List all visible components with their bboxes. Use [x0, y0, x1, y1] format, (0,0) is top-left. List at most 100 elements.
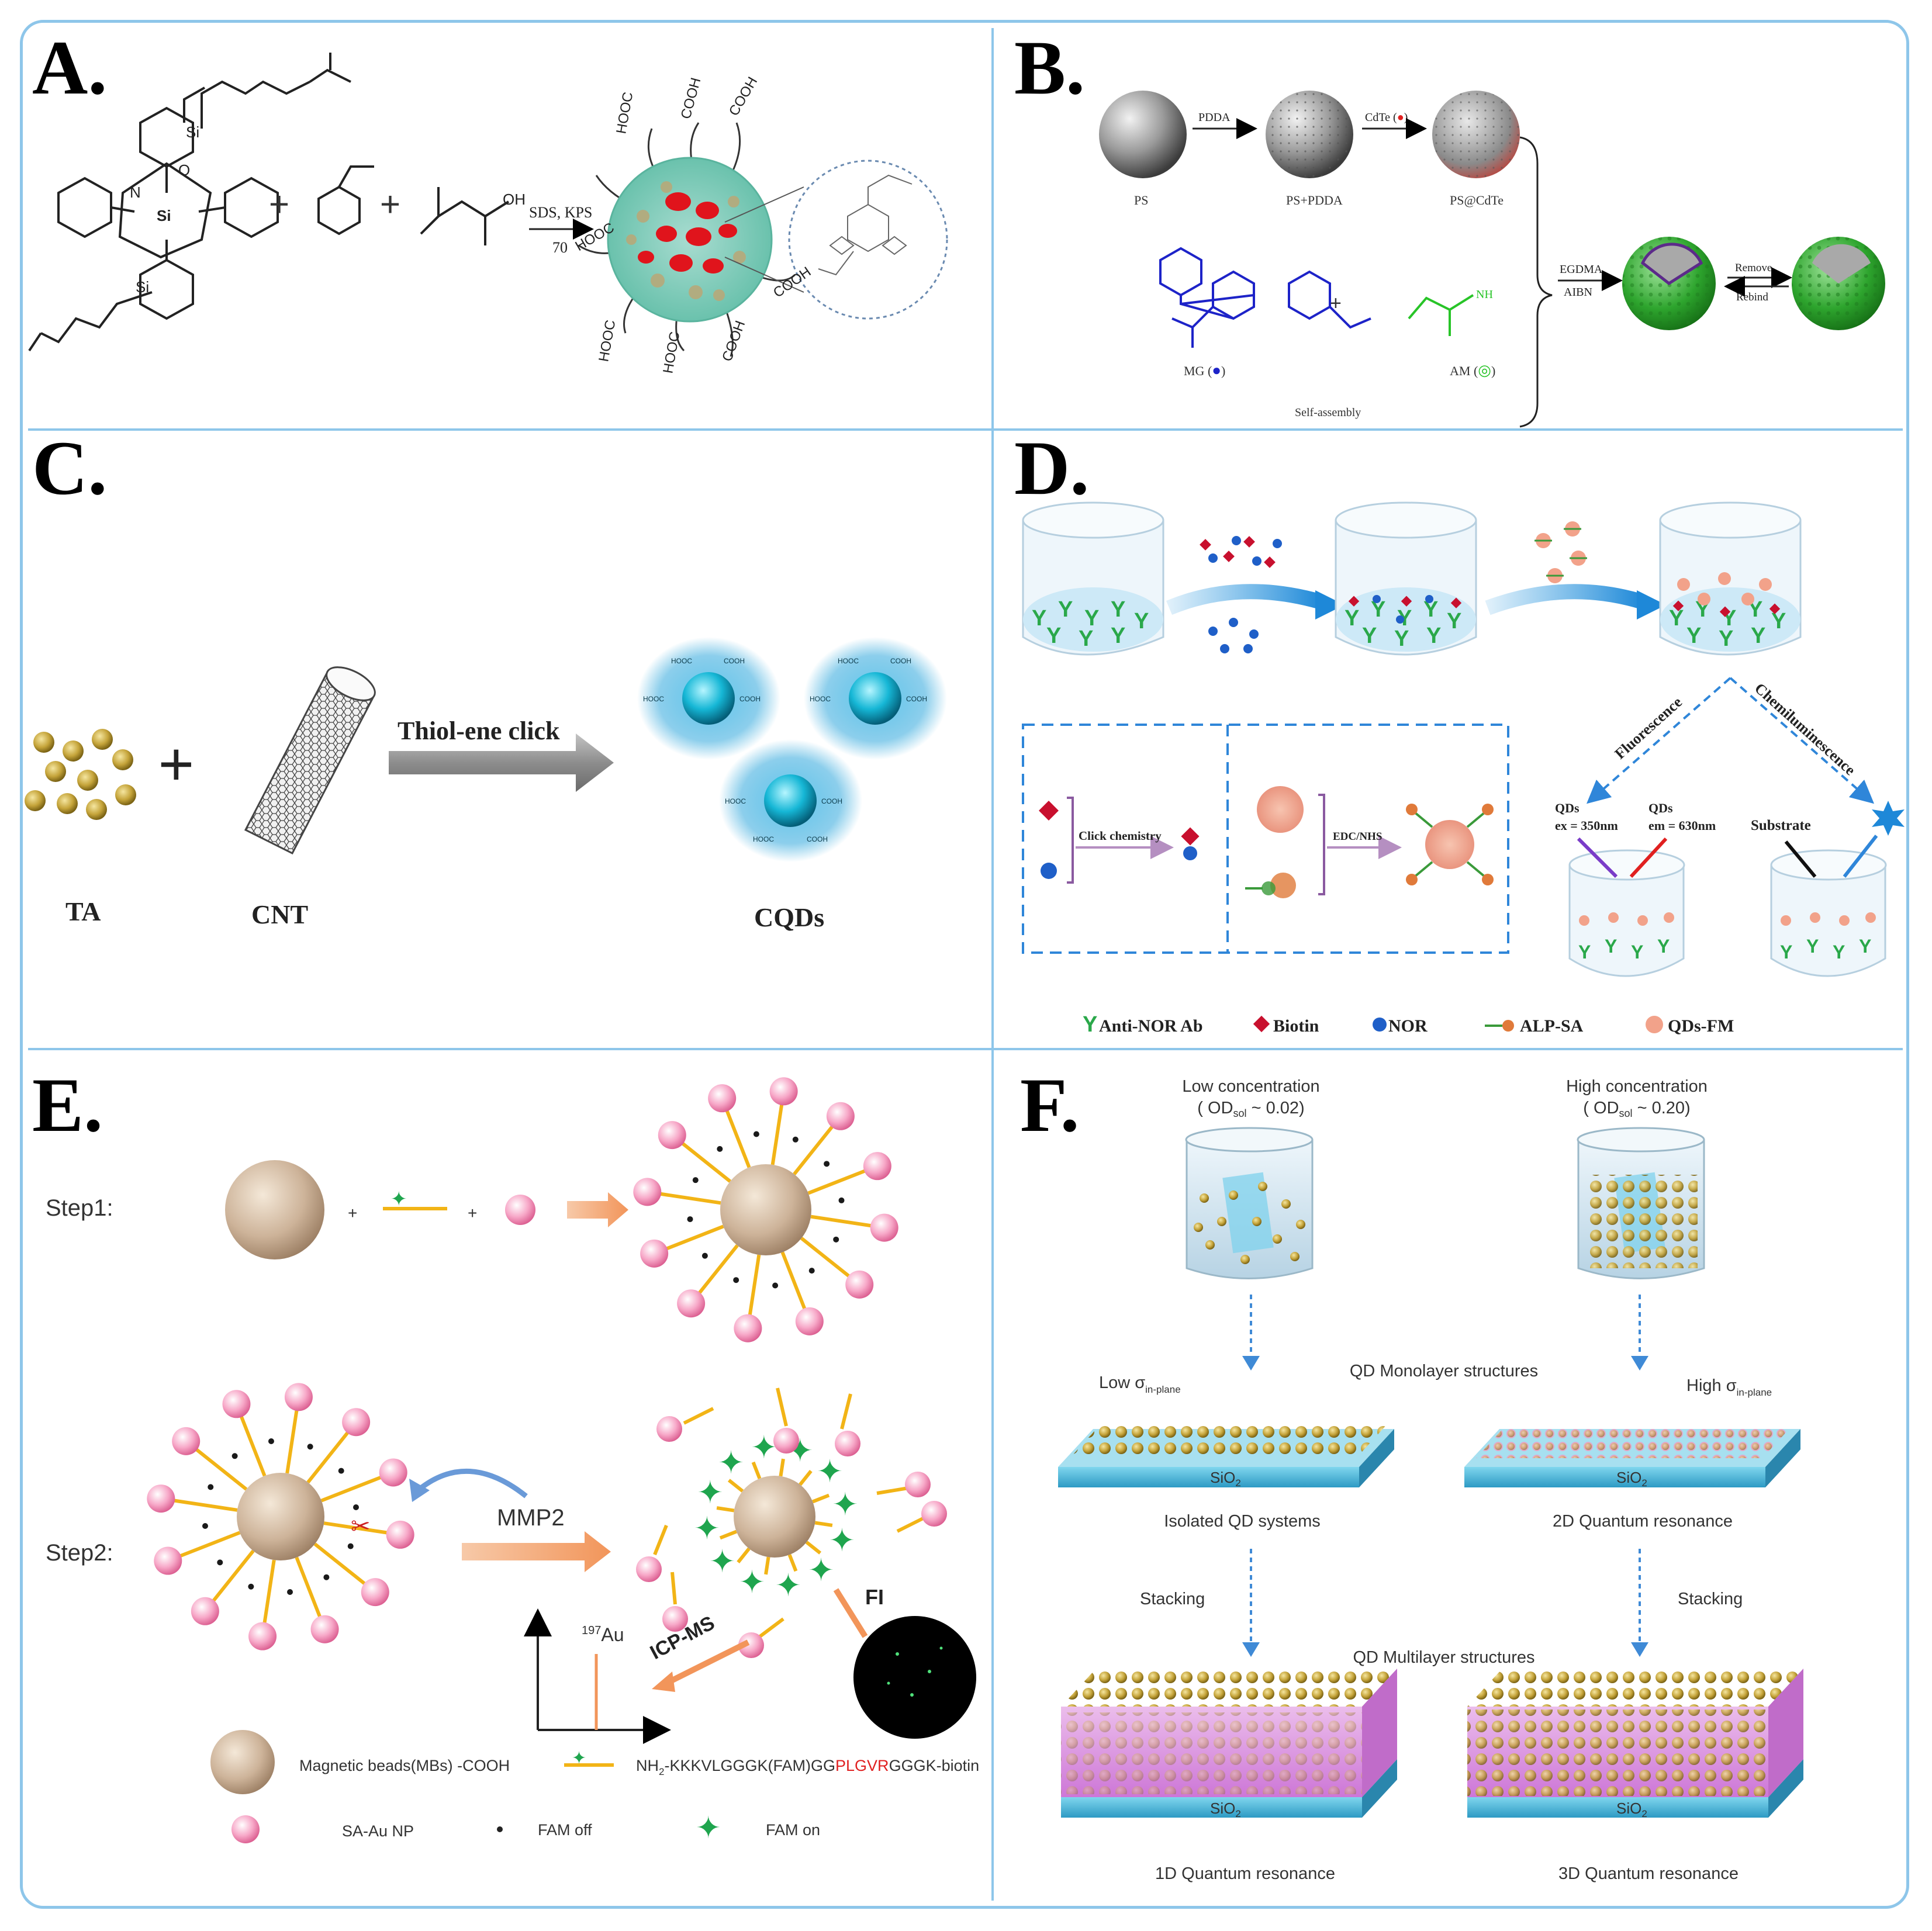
linker: [681, 1141, 731, 1183]
panel-f-letter: F.: [1020, 1062, 1080, 1148]
high-concentration-label: High concentration: [1566, 1077, 1708, 1096]
step2-label: Step2:: [46, 1540, 113, 1566]
legend-sa-au-label: SA-Au NP: [342, 1822, 414, 1840]
sa-au-np: [505, 1195, 535, 1225]
panel-dividers: [28, 28, 1903, 1901]
linker: [799, 1469, 813, 1486]
high-od-label: ( ODsol ~ 0.20): [1583, 1099, 1690, 1119]
fam-on-star: ✦: [739, 1564, 765, 1601]
fam-on-star: ✦: [694, 1510, 720, 1547]
hooc-label: HOOC: [753, 835, 774, 843]
ps-cdte-label: PS@CdTe: [1450, 193, 1504, 207]
bead-cleaved: ✦✦✦✦✦✦✦✦✦✦✦✦: [694, 1429, 859, 1604]
sa-au-np: [342, 1408, 371, 1437]
quantum-1d-label: 1D Quantum resonance: [1155, 1864, 1335, 1883]
sa-au-np: [154, 1546, 182, 1575]
si-bottom-label: Si: [136, 278, 149, 296]
malachite-green-structure: [1159, 247, 1371, 348]
quantum-3d-label: 3D Quantum resonance: [1558, 1864, 1739, 1883]
sa-au-np: [863, 1152, 891, 1181]
substrate-label: Substrate: [1751, 818, 1811, 833]
svg-text:Y: Y: [1111, 597, 1125, 622]
sa-au-np: [826, 1102, 855, 1130]
linker: [262, 1559, 276, 1624]
plus-sign-c: +: [158, 729, 195, 800]
biotin-nor-mix: [1200, 536, 1282, 653]
hooc-label: HOOC: [810, 695, 831, 703]
mmp2-label: MMP2: [497, 1505, 565, 1531]
legend-biotin: Biotin: [1273, 1016, 1319, 1036]
sio2-label-3d: SiO2: [1616, 1800, 1647, 1819]
antibody-legend-icon: Y: [1083, 1012, 1097, 1037]
legend-mb-label: Magnetic beads(MBs) -COOH: [299, 1757, 510, 1774]
panel-b-letter: B.: [1014, 25, 1085, 110]
legend-antibody: Anti-NOR Ab: [1099, 1016, 1203, 1036]
multilayer-3d-block: [1467, 1669, 1803, 1818]
legend-fam-on-icon: ✦: [696, 1811, 721, 1845]
linker: [770, 1103, 784, 1165]
linker: [807, 1169, 866, 1195]
pdda-step-label: PDDA: [1198, 111, 1231, 124]
monolayer-label: QD Monolayer structures: [1350, 1362, 1538, 1380]
light-burst-icon: [1872, 801, 1905, 836]
chemiluminescence-label: Chemiluminescence: [1751, 680, 1859, 778]
fam-on-star: ✦: [775, 1567, 801, 1604]
cqd-carboxyl-labels: HOOC COOH HOOC COOH HOOC COOH HOOC COOH …: [643, 657, 927, 843]
hooc-label: HOOC: [643, 695, 664, 703]
svg-text:Y: Y: [1046, 624, 1061, 648]
biotin-legend-icon: [1253, 1015, 1270, 1033]
fam-off-dot: [208, 1484, 214, 1490]
magnetic-bead: [237, 1473, 324, 1560]
fi-arrow: [833, 1588, 868, 1638]
magnetic-bead: [225, 1160, 324, 1259]
panel-f: F. Low concentration ( ODsol ~ 0.02) Hig…: [1020, 1062, 1803, 1883]
scissors-icon: ✂: [351, 1514, 371, 1539]
fam-off-dot: [202, 1523, 208, 1529]
svg-text:Y: Y: [1058, 597, 1073, 622]
linker: [810, 1214, 872, 1228]
cooh-label: COOH: [678, 76, 704, 121]
linker: [737, 1547, 751, 1564]
fam-off-dot: [231, 1453, 238, 1459]
cooh-label: COOH: [821, 797, 842, 805]
methacrylic-acid-structure: [420, 187, 510, 245]
legend-fam-on-label: FAM on: [766, 1821, 820, 1839]
peptide-linker: ✦: [383, 1188, 447, 1210]
sa-au-np: [361, 1578, 389, 1607]
svg-text:Y: Y: [1806, 936, 1819, 957]
multilayer-label: QD Multilayer structures: [1353, 1648, 1534, 1667]
stacking-label-right: Stacking: [1678, 1590, 1743, 1608]
ta-label: TA: [65, 897, 101, 926]
fam-off-dot: [323, 1574, 330, 1580]
fam-off-dot: [687, 1216, 693, 1223]
mg-label: MG (●): [1184, 362, 1225, 379]
ps-sphere: [1099, 91, 1187, 178]
isolated-label: Isolated QD systems: [1164, 1512, 1321, 1531]
light-arrow: [1843, 835, 1878, 878]
linker: [659, 1192, 721, 1205]
sio2-label-low: SiO2: [1210, 1469, 1241, 1489]
biotin-icon: [1039, 801, 1059, 821]
linker: [320, 1475, 382, 1503]
panel-e-letter: E.: [32, 1062, 103, 1148]
linker: [285, 1409, 299, 1474]
qds-ex-label: ex = 350nm: [1555, 818, 1618, 833]
cqds-label: CQDs: [754, 902, 824, 932]
low-monolayer-slab: [1058, 1426, 1394, 1487]
figure-frame: [20, 20, 1909, 1909]
egdma-label: EGDMA: [1560, 263, 1603, 276]
fi-label: FI: [865, 1585, 884, 1609]
fam-off-dot: [717, 1146, 723, 1152]
fam-on-star: ✦: [718, 1444, 744, 1481]
linker: [812, 1493, 830, 1504]
cooh-label: COOH: [724, 657, 745, 665]
sa-au-np: [633, 1178, 662, 1206]
legend-sa-au-icon: [231, 1815, 260, 1843]
edc-nhs-label: EDC/NHS: [1333, 830, 1382, 843]
bead-conjugate: [633, 1077, 898, 1342]
